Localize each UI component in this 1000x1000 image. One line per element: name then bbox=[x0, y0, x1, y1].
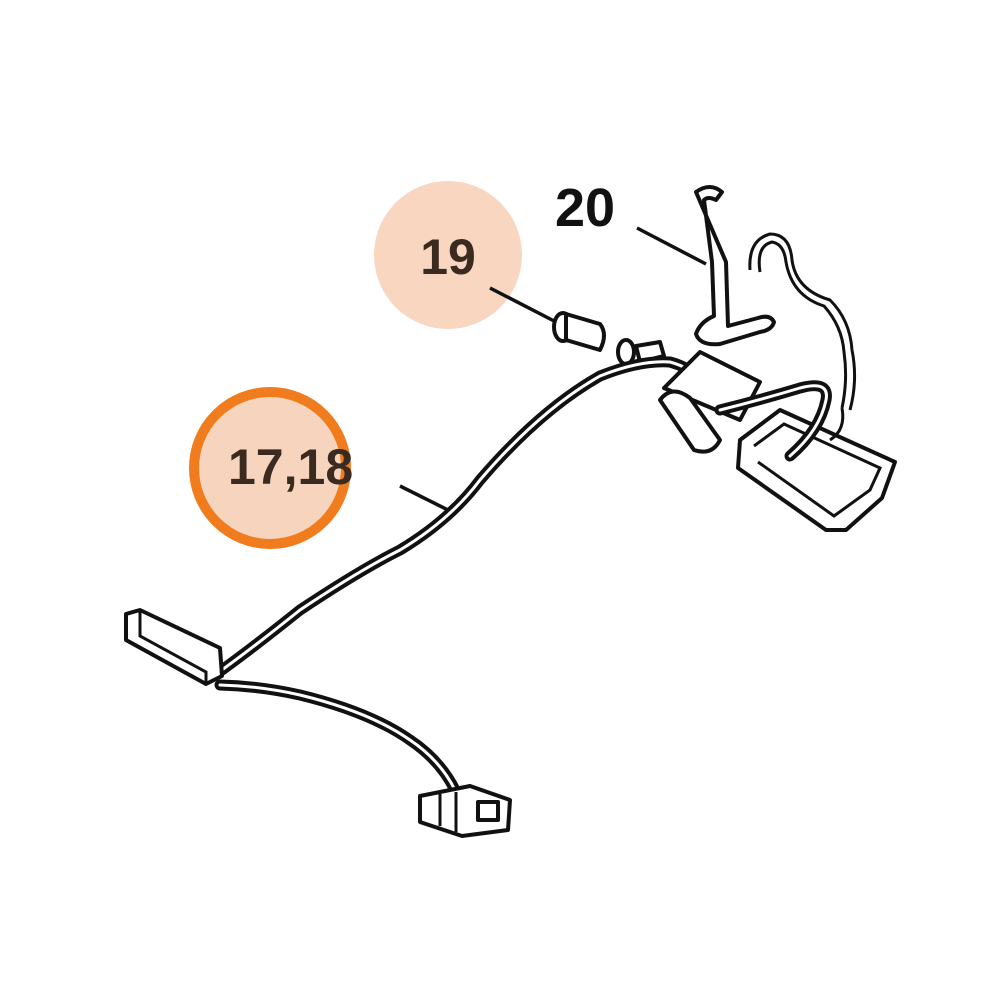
callout-19-highlight[interactable] bbox=[374, 181, 522, 329]
callout-label-20[interactable]: 20 bbox=[555, 178, 615, 238]
callout-label-19[interactable]: 19 bbox=[420, 229, 476, 285]
leader-line-19 bbox=[489, 286, 557, 324]
leader-line-20 bbox=[636, 226, 707, 266]
callout-17-18-highlight[interactable] bbox=[189, 387, 351, 549]
leader-line-17-18 bbox=[399, 484, 453, 514]
wiring-harness-part-17-18[interactable] bbox=[124, 350, 897, 838]
callout-label-17-18[interactable]: 17,18 bbox=[228, 439, 353, 495]
bracket-part-20[interactable] bbox=[694, 185, 857, 411]
grommet-part-19[interactable] bbox=[552, 311, 666, 366]
